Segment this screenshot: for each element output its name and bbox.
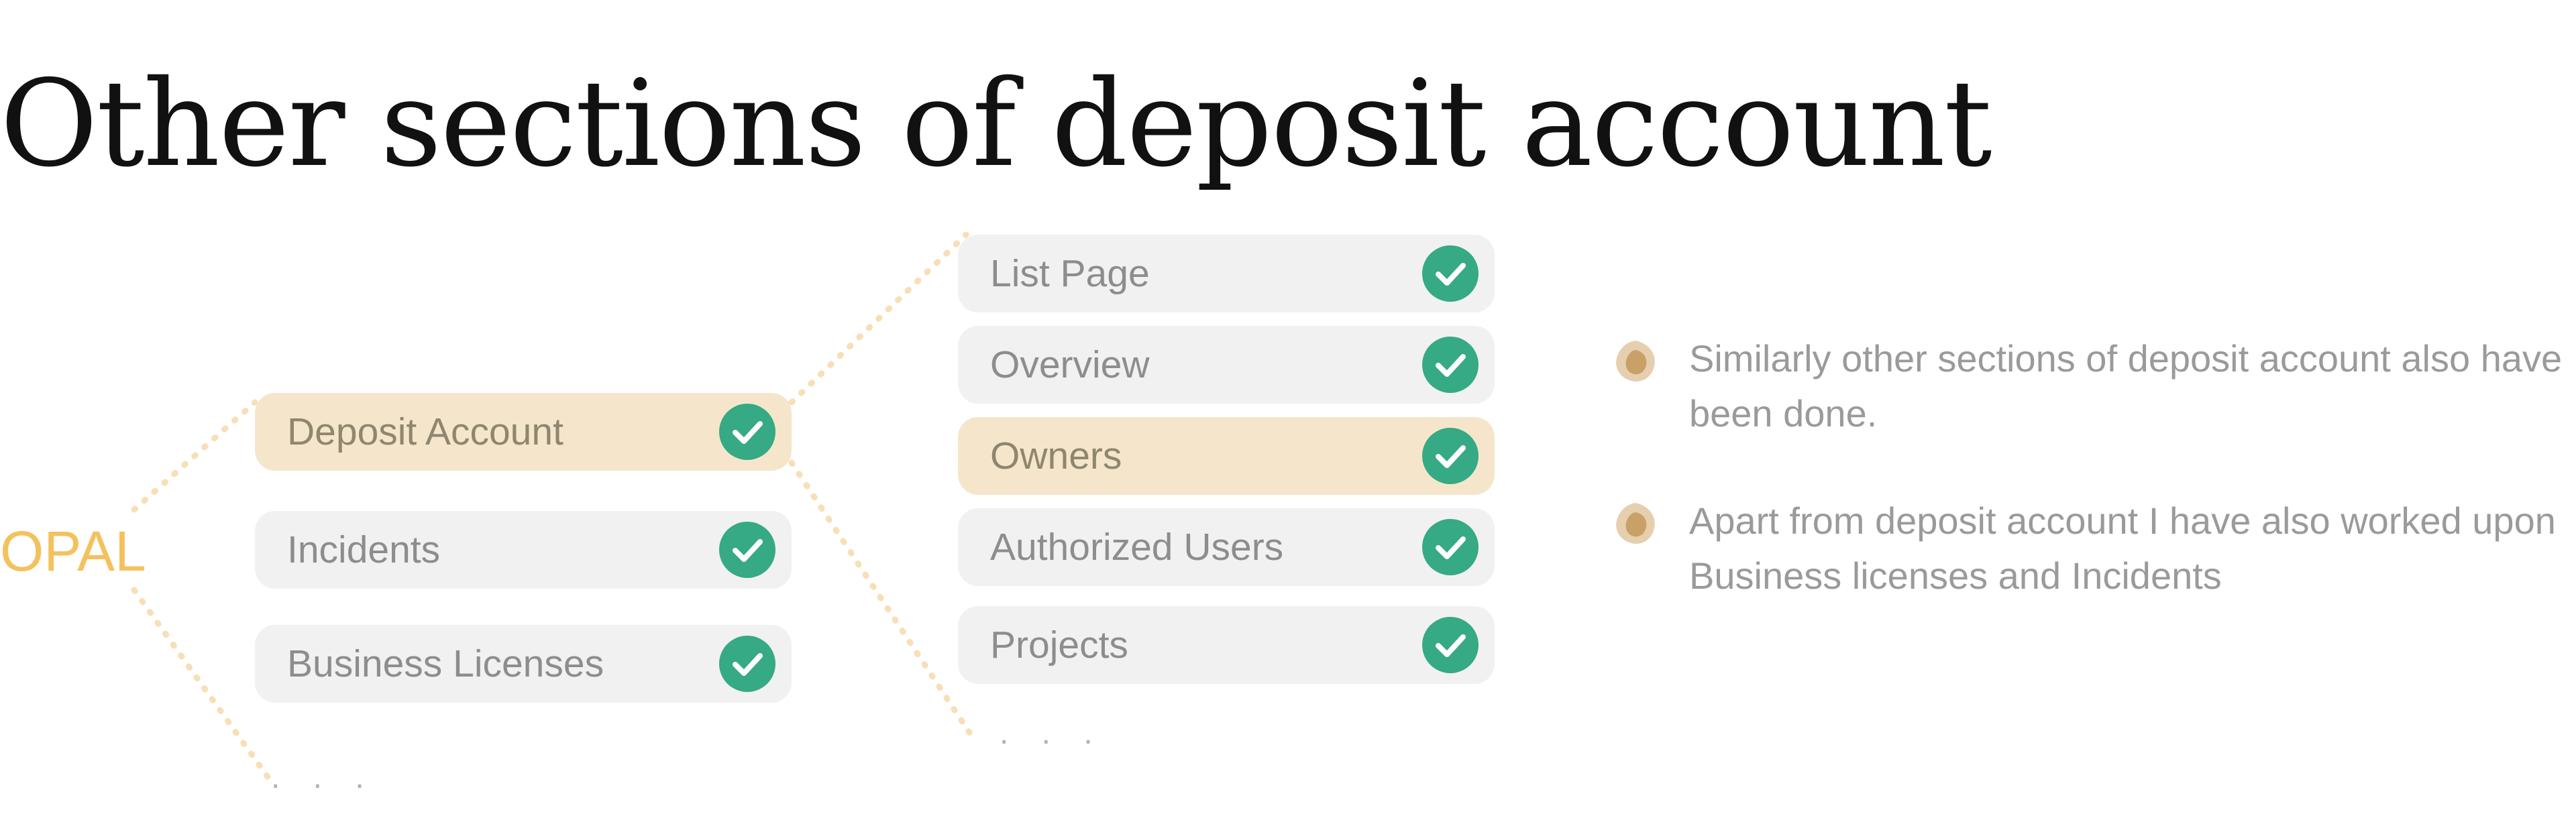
level2-item-list-page[interactable]: List Page [958,235,1495,312]
level1-item-label: Incidents [287,528,441,571]
check-circle-icon [1422,337,1479,393]
connector-level1-down [788,459,976,741]
check-circle-icon [1422,617,1479,673]
level1-item-business-licenses[interactable]: Business Licenses [255,625,792,703]
level1-item-incidents[interactable]: Incidents [255,511,792,589]
root-node-label: OPAL [0,520,146,583]
check-circle-icon [1422,428,1479,484]
connector-root-up [131,399,258,513]
level2-item-label: Authorized Users [990,526,1284,569]
level2-item-label: Owners [990,434,1122,477]
level2-item-authorized-users[interactable]: Authorized Users [958,508,1495,586]
bullet-icon [1610,337,1661,391]
check-circle-icon [719,404,775,460]
level2-item-label: Projects [990,624,1128,666]
level1-item-deposit-account[interactable]: Deposit Account [255,393,792,471]
page-title: Other sections of deposit account [0,54,1992,193]
level1-more-ellipsis: . . . [271,760,376,795]
level2-item-label: Overview [990,343,1150,386]
bullet-icon [1610,499,1661,553]
level2-more-ellipsis: . . . [1000,715,1105,751]
level1-item-label: Deposit Account [287,410,564,453]
note-text: Similarly other sections of deposit acco… [1689,337,2563,434]
connector-root-down [131,587,272,781]
level2-item-projects[interactable]: Projects [958,606,1495,684]
check-circle-icon [719,522,775,578]
check-circle-icon [719,636,775,692]
level1-item-label: Business Licenses [287,642,604,685]
level2-item-owners[interactable]: Owners [958,417,1495,495]
check-circle-icon [1422,245,1479,302]
check-circle-icon [1422,519,1479,575]
connector-level1-up [788,231,969,406]
level2-item-overview[interactable]: Overview [958,326,1495,404]
note-text: Apart from deposit account I have also w… [1689,500,2556,597]
level2-item-label: List Page [990,252,1150,295]
